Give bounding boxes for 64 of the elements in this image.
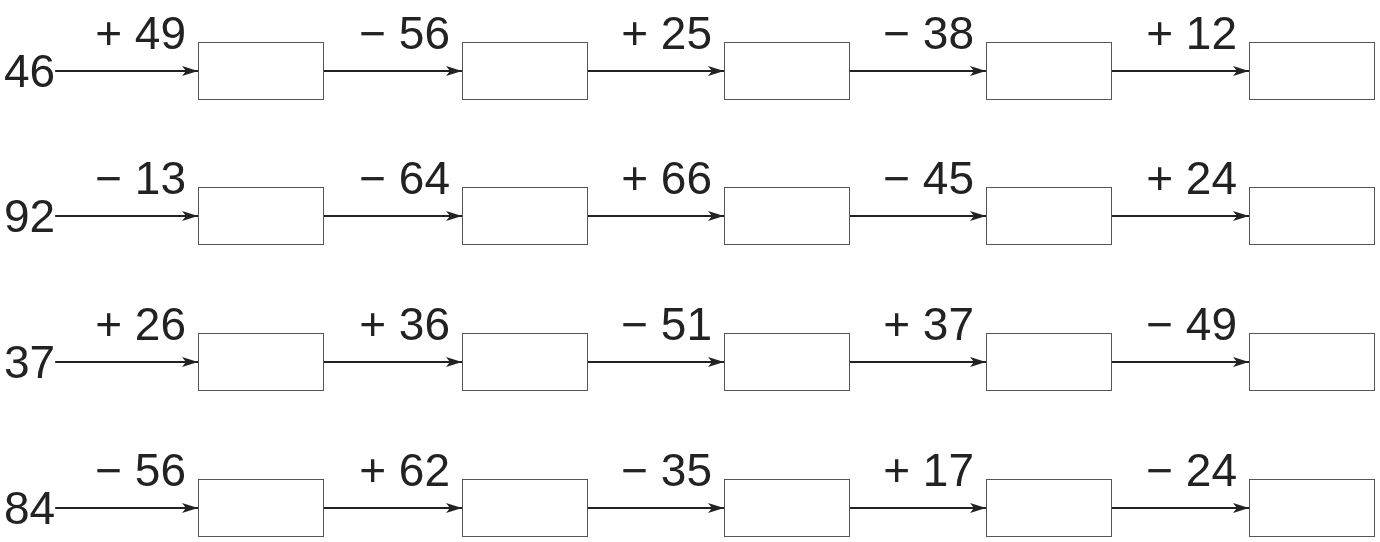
start-number: 92: [4, 193, 56, 239]
answer-box: [1249, 333, 1375, 391]
arrow: [587, 66, 725, 76]
arrow: [1111, 66, 1250, 76]
answer-box: [198, 42, 324, 100]
edge-label: − 24: [1146, 447, 1237, 493]
edge-label: + 66: [621, 155, 712, 201]
edge-label: + 36: [359, 301, 450, 347]
answer-box: [198, 187, 324, 245]
answer-box: [1249, 479, 1375, 537]
arrow: [1111, 357, 1250, 367]
edge-label: − 49: [1146, 301, 1237, 347]
edge-label: − 64: [359, 155, 450, 201]
edge-label: − 13: [95, 155, 186, 201]
answer-box: [462, 42, 588, 100]
answer-box: [986, 333, 1112, 391]
edge-label: + 62: [359, 447, 450, 493]
start-number: 46: [4, 48, 56, 94]
answer-box: [198, 479, 324, 537]
arrow: [54, 66, 199, 76]
edge-label: + 24: [1146, 155, 1237, 201]
arrow: [54, 357, 199, 367]
edge-label: + 26: [95, 301, 186, 347]
answer-box: [724, 333, 850, 391]
edge-label: + 37: [883, 301, 974, 347]
answer-box: [1249, 42, 1375, 100]
edge-label: − 56: [359, 10, 450, 56]
edge-label: − 56: [95, 447, 186, 493]
edge-label: − 45: [883, 155, 974, 201]
arrow: [323, 357, 463, 367]
arrow: [587, 211, 725, 221]
edge-label: + 25: [621, 10, 712, 56]
arrow: [849, 211, 987, 221]
answer-box: [986, 479, 1112, 537]
edge-label: + 17: [883, 447, 974, 493]
edge-label: − 35: [621, 447, 712, 493]
arrow: [323, 66, 463, 76]
answer-box: [462, 479, 588, 537]
arrow: [849, 503, 987, 513]
answer-box: [724, 42, 850, 100]
edge-label: + 12: [1146, 10, 1237, 56]
edge-label: − 38: [883, 10, 974, 56]
arrow: [323, 503, 463, 513]
arrow: [587, 357, 725, 367]
arrow: [323, 211, 463, 221]
arrow: [1111, 211, 1250, 221]
answer-box: [986, 187, 1112, 245]
answer-box: [724, 187, 850, 245]
answer-box: [724, 479, 850, 537]
arrow: [54, 211, 199, 221]
start-number: 37: [4, 339, 56, 385]
answer-box: [462, 333, 588, 391]
arrow: [849, 66, 987, 76]
answer-box: [1249, 187, 1375, 245]
arrow: [849, 357, 987, 367]
start-number: 84: [4, 485, 56, 531]
answer-box: [986, 42, 1112, 100]
arrow: [1111, 503, 1250, 513]
answer-box: [462, 187, 588, 245]
edge-label: − 51: [621, 301, 712, 347]
arrow: [587, 503, 725, 513]
answer-box: [198, 333, 324, 391]
arrow: [54, 503, 199, 513]
edge-label: + 49: [95, 10, 186, 56]
